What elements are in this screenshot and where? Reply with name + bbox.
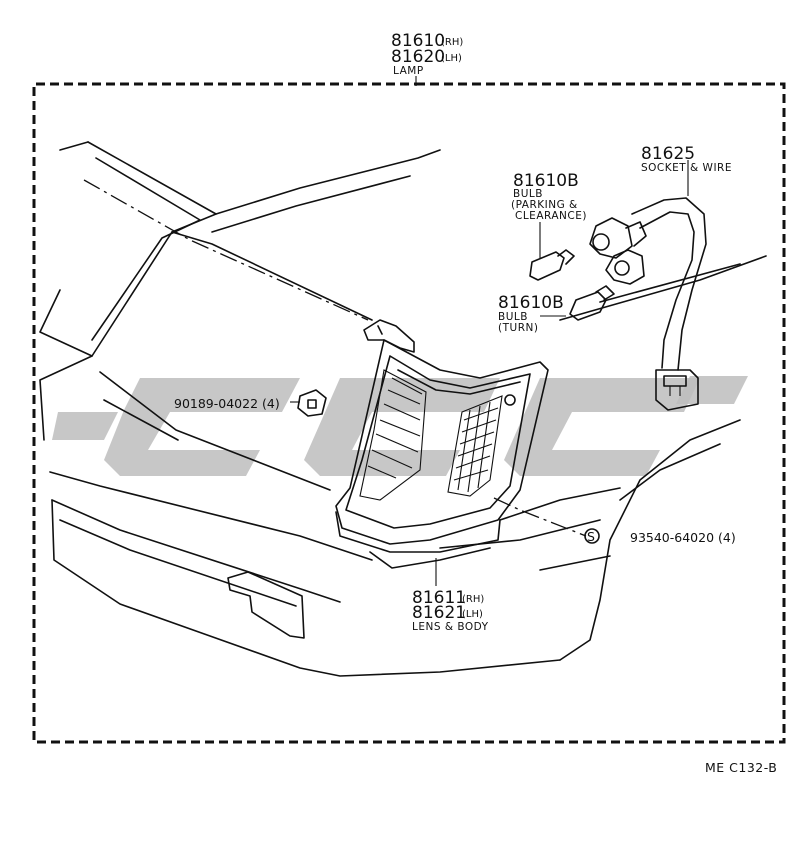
label-lens: 81611 (RH) 81621 (LH) LENS & BODY — [412, 588, 489, 633]
svg-text:81621: 81621 — [412, 603, 466, 623]
svg-text:81610B: 81610B — [513, 171, 579, 191]
bulb-parking — [529, 222, 575, 281]
svg-text:LENS & BODY: LENS & BODY — [412, 621, 489, 633]
assembly-frame — [32, 82, 786, 744]
clip-part — [290, 389, 327, 417]
socket-and-wire — [589, 160, 707, 411]
label-socket: 81625 SOCKET & WIRE — [641, 144, 732, 174]
lens-grid — [453, 401, 499, 493]
svg-text:BULB: BULB — [498, 311, 528, 323]
svg-text:CLEARANCE): CLEARANCE) — [515, 210, 587, 222]
svg-text:81611: 81611 — [412, 588, 466, 608]
svg-text:BULB: BULB — [513, 188, 543, 200]
svg-text:(RH): (RH) — [441, 37, 463, 48]
lens-hatching — [367, 377, 423, 479]
svg-text:81620: 81620 — [391, 47, 445, 67]
svg-text:(TURN): (TURN) — [498, 322, 538, 334]
car-body — [39, 141, 767, 677]
svg-text:93540-64020 (4): 93540-64020 (4) — [630, 530, 736, 545]
lamp-assembly — [335, 319, 549, 569]
label-screw: S 93540-64020 (4) — [587, 529, 736, 545]
svg-text:SOCKET & WIRE: SOCKET & WIRE — [641, 162, 732, 174]
svg-text:S: S — [587, 529, 595, 544]
bulb-turn — [540, 285, 615, 321]
svg-text:(PARKING &: (PARKING & — [511, 199, 578, 211]
svg-text:(RH): (RH) — [462, 594, 484, 605]
label-lamp: 81610 (RH) 81620 (LH) LAMP — [391, 31, 463, 77]
diagram-code: ME C132-B — [705, 760, 777, 775]
svg-text:(LH): (LH) — [462, 609, 483, 620]
label-bulb-turn: 81610B BULB (TURN) — [498, 293, 564, 334]
svg-text:LAMP: LAMP — [393, 65, 424, 77]
label-clip: 90189-04022 (4) — [174, 396, 280, 411]
svg-text:81610B: 81610B — [498, 293, 564, 313]
watermark — [52, 376, 748, 476]
screw-symbol-circle — [584, 528, 600, 544]
svg-text:81625: 81625 — [641, 144, 695, 164]
label-bulb-parking: 81610B BULB (PARKING & CLEARANCE) — [511, 171, 587, 222]
svg-text:(LH): (LH) — [441, 53, 462, 64]
svg-text:90189-04022 (4): 90189-04022 (4) — [174, 396, 280, 411]
svg-text:81610: 81610 — [391, 31, 445, 51]
screw-leader — [493, 497, 587, 537]
